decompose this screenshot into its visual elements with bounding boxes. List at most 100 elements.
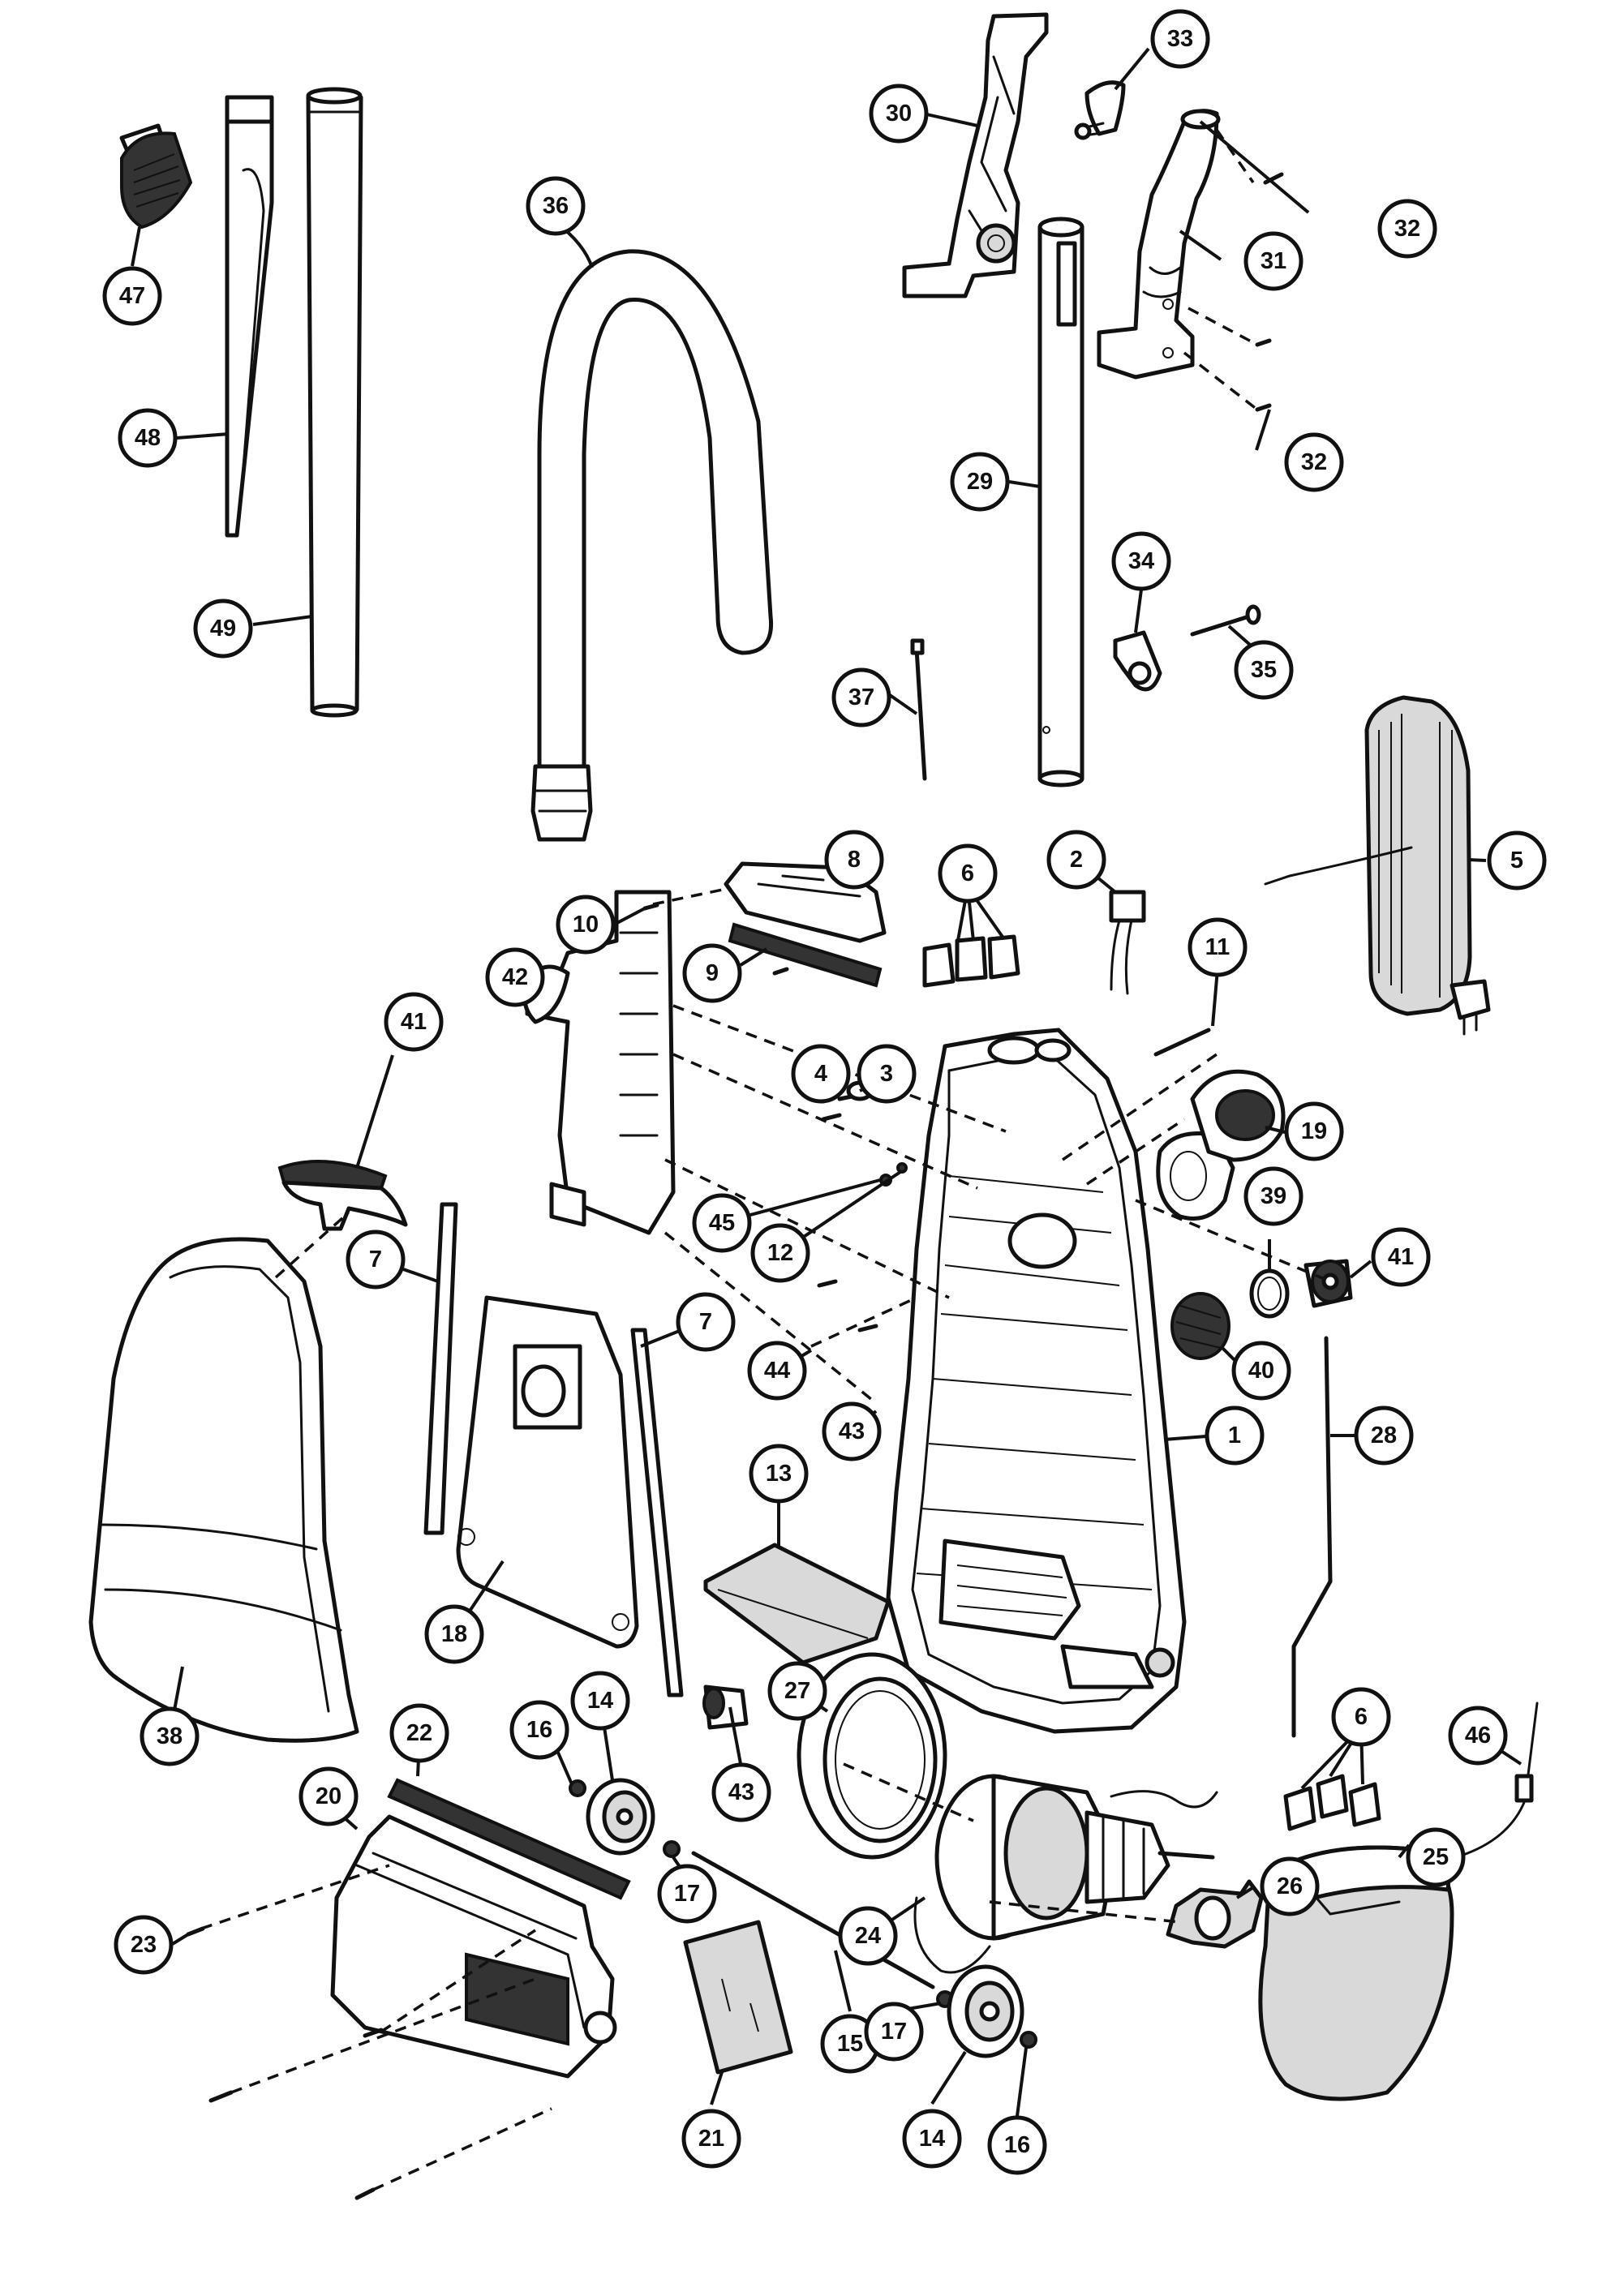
- callout-c39: 39: [1243, 1166, 1304, 1226]
- callout-circle: [750, 1223, 810, 1283]
- part-spring: [1170, 1292, 1230, 1360]
- callout-c30: 30: [869, 84, 929, 144]
- callout-circle: [570, 1671, 630, 1731]
- callout-number: 44: [764, 1358, 790, 1384]
- callout-c43a: 43: [822, 1401, 882, 1461]
- callout-number: 35: [1251, 657, 1277, 683]
- callout-number: 12: [767, 1240, 793, 1266]
- callout-circle: [791, 1044, 851, 1104]
- callout-number: 16: [1004, 2132, 1030, 2158]
- callout-circle: [1260, 1856, 1320, 1916]
- callout-circle: [824, 830, 884, 890]
- callout-number: 17: [881, 2019, 907, 2045]
- callout-c13: 13: [749, 1444, 809, 1504]
- callout-circle: [682, 943, 742, 1003]
- callout-number: 5: [1510, 848, 1523, 873]
- callout-c18: 18: [424, 1604, 484, 1664]
- callout-number: 25: [1423, 1844, 1449, 1870]
- callout-circle: [749, 1444, 809, 1504]
- callout-number: 49: [210, 616, 236, 642]
- callout-circle: [118, 408, 178, 468]
- callout-c49: 49: [193, 599, 253, 659]
- part-washer-16a: [569, 1779, 586, 1797]
- callout-number: 21: [698, 2126, 724, 2152]
- part-crevice-tool: [225, 95, 274, 538]
- callout-number: 43: [728, 1779, 754, 1805]
- callout-c37: 37: [831, 667, 891, 727]
- callout-circle: [346, 1230, 406, 1290]
- callout-circle: [1354, 1405, 1414, 1466]
- callout-circle: [1284, 432, 1344, 492]
- callout-number: 47: [119, 283, 145, 309]
- part-screws: [186, 1926, 384, 2200]
- callout-c16a: 16: [509, 1700, 569, 1760]
- callout-number: 38: [157, 1723, 183, 1749]
- part-wheel-upper: [586, 1778, 655, 1856]
- callout-c41a: 41: [384, 992, 444, 1052]
- callout-c9: 9: [682, 943, 742, 1003]
- part-washer-16b: [1020, 2031, 1037, 2049]
- callout-circle: [692, 1193, 752, 1253]
- part-wheel-cap: [1304, 1259, 1353, 1308]
- callout-number: 48: [135, 425, 161, 451]
- callout-c7b: 7: [676, 1292, 736, 1352]
- callout-c29: 29: [950, 452, 1010, 512]
- part-motor-gasket: [797, 1652, 947, 1860]
- callout-circle: [1234, 640, 1294, 700]
- part-bag-latch: [277, 1160, 408, 1231]
- callout-circle: [193, 599, 253, 659]
- callout-c3: 3: [857, 1044, 917, 1104]
- callout-circle: [1331, 1687, 1391, 1747]
- callout-circle: [838, 1906, 898, 1966]
- callout-c44: 44: [747, 1341, 807, 1401]
- callout-number: 27: [784, 1678, 810, 1704]
- callout-circle: [657, 1864, 717, 1924]
- callout-circle: [485, 947, 545, 1007]
- callout-number: 26: [1277, 1873, 1303, 1899]
- part-hose: [530, 249, 774, 842]
- callout-c24: 24: [838, 1906, 898, 1966]
- callout-c23: 23: [114, 1915, 174, 1975]
- part-main-housing: [886, 1028, 1187, 1734]
- part-wand-tube: [306, 87, 363, 718]
- part-seal-strip: [387, 1778, 631, 1900]
- part-handle-tube: [1037, 217, 1084, 788]
- callout-circle: [864, 2002, 924, 2062]
- callout-circle: [1205, 1405, 1265, 1466]
- part-paper-bag: [456, 1295, 639, 1649]
- callout-number: 40: [1248, 1358, 1274, 1384]
- callout-c6a: 6: [938, 843, 998, 903]
- callout-number: 23: [131, 1932, 157, 1958]
- callout-number: 6: [1355, 1704, 1368, 1730]
- part-filter-pad: [703, 1543, 891, 1665]
- callout-c26: 26: [1260, 1856, 1320, 1916]
- part-wire-nuts-upper: [922, 934, 1020, 988]
- part-duct-elbow: [1156, 1069, 1286, 1221]
- callout-c12: 12: [750, 1223, 810, 1283]
- part-upper-handle: [1097, 109, 1221, 380]
- callout-number: 8: [848, 847, 861, 873]
- callout-number: 41: [1388, 1244, 1414, 1270]
- callout-c25: 25: [1406, 1827, 1466, 1887]
- callout-number: 30: [886, 101, 912, 127]
- callout-number: 14: [587, 1688, 613, 1714]
- callout-number: 13: [766, 1461, 792, 1487]
- part-lead-wire: [1454, 1702, 1539, 1859]
- part-bag-cover: [88, 1237, 359, 1743]
- callout-number: 17: [674, 1881, 700, 1907]
- callout-circle: [676, 1292, 736, 1352]
- callout-number: 32: [1394, 216, 1420, 242]
- callout-c14b: 14: [902, 2109, 962, 2169]
- callout-number: 43: [839, 1418, 865, 1444]
- callout-c36: 36: [526, 176, 586, 236]
- callout-circle: [102, 266, 162, 326]
- callout-c11: 11: [1188, 917, 1248, 977]
- callout-number: 39: [1261, 1183, 1286, 1209]
- callout-c45: 45: [692, 1193, 752, 1253]
- callout-number: 22: [406, 1720, 432, 1746]
- callout-c28: 28: [1354, 1405, 1414, 1466]
- callout-number: 16: [526, 1717, 552, 1743]
- callout-circle: [711, 1762, 771, 1822]
